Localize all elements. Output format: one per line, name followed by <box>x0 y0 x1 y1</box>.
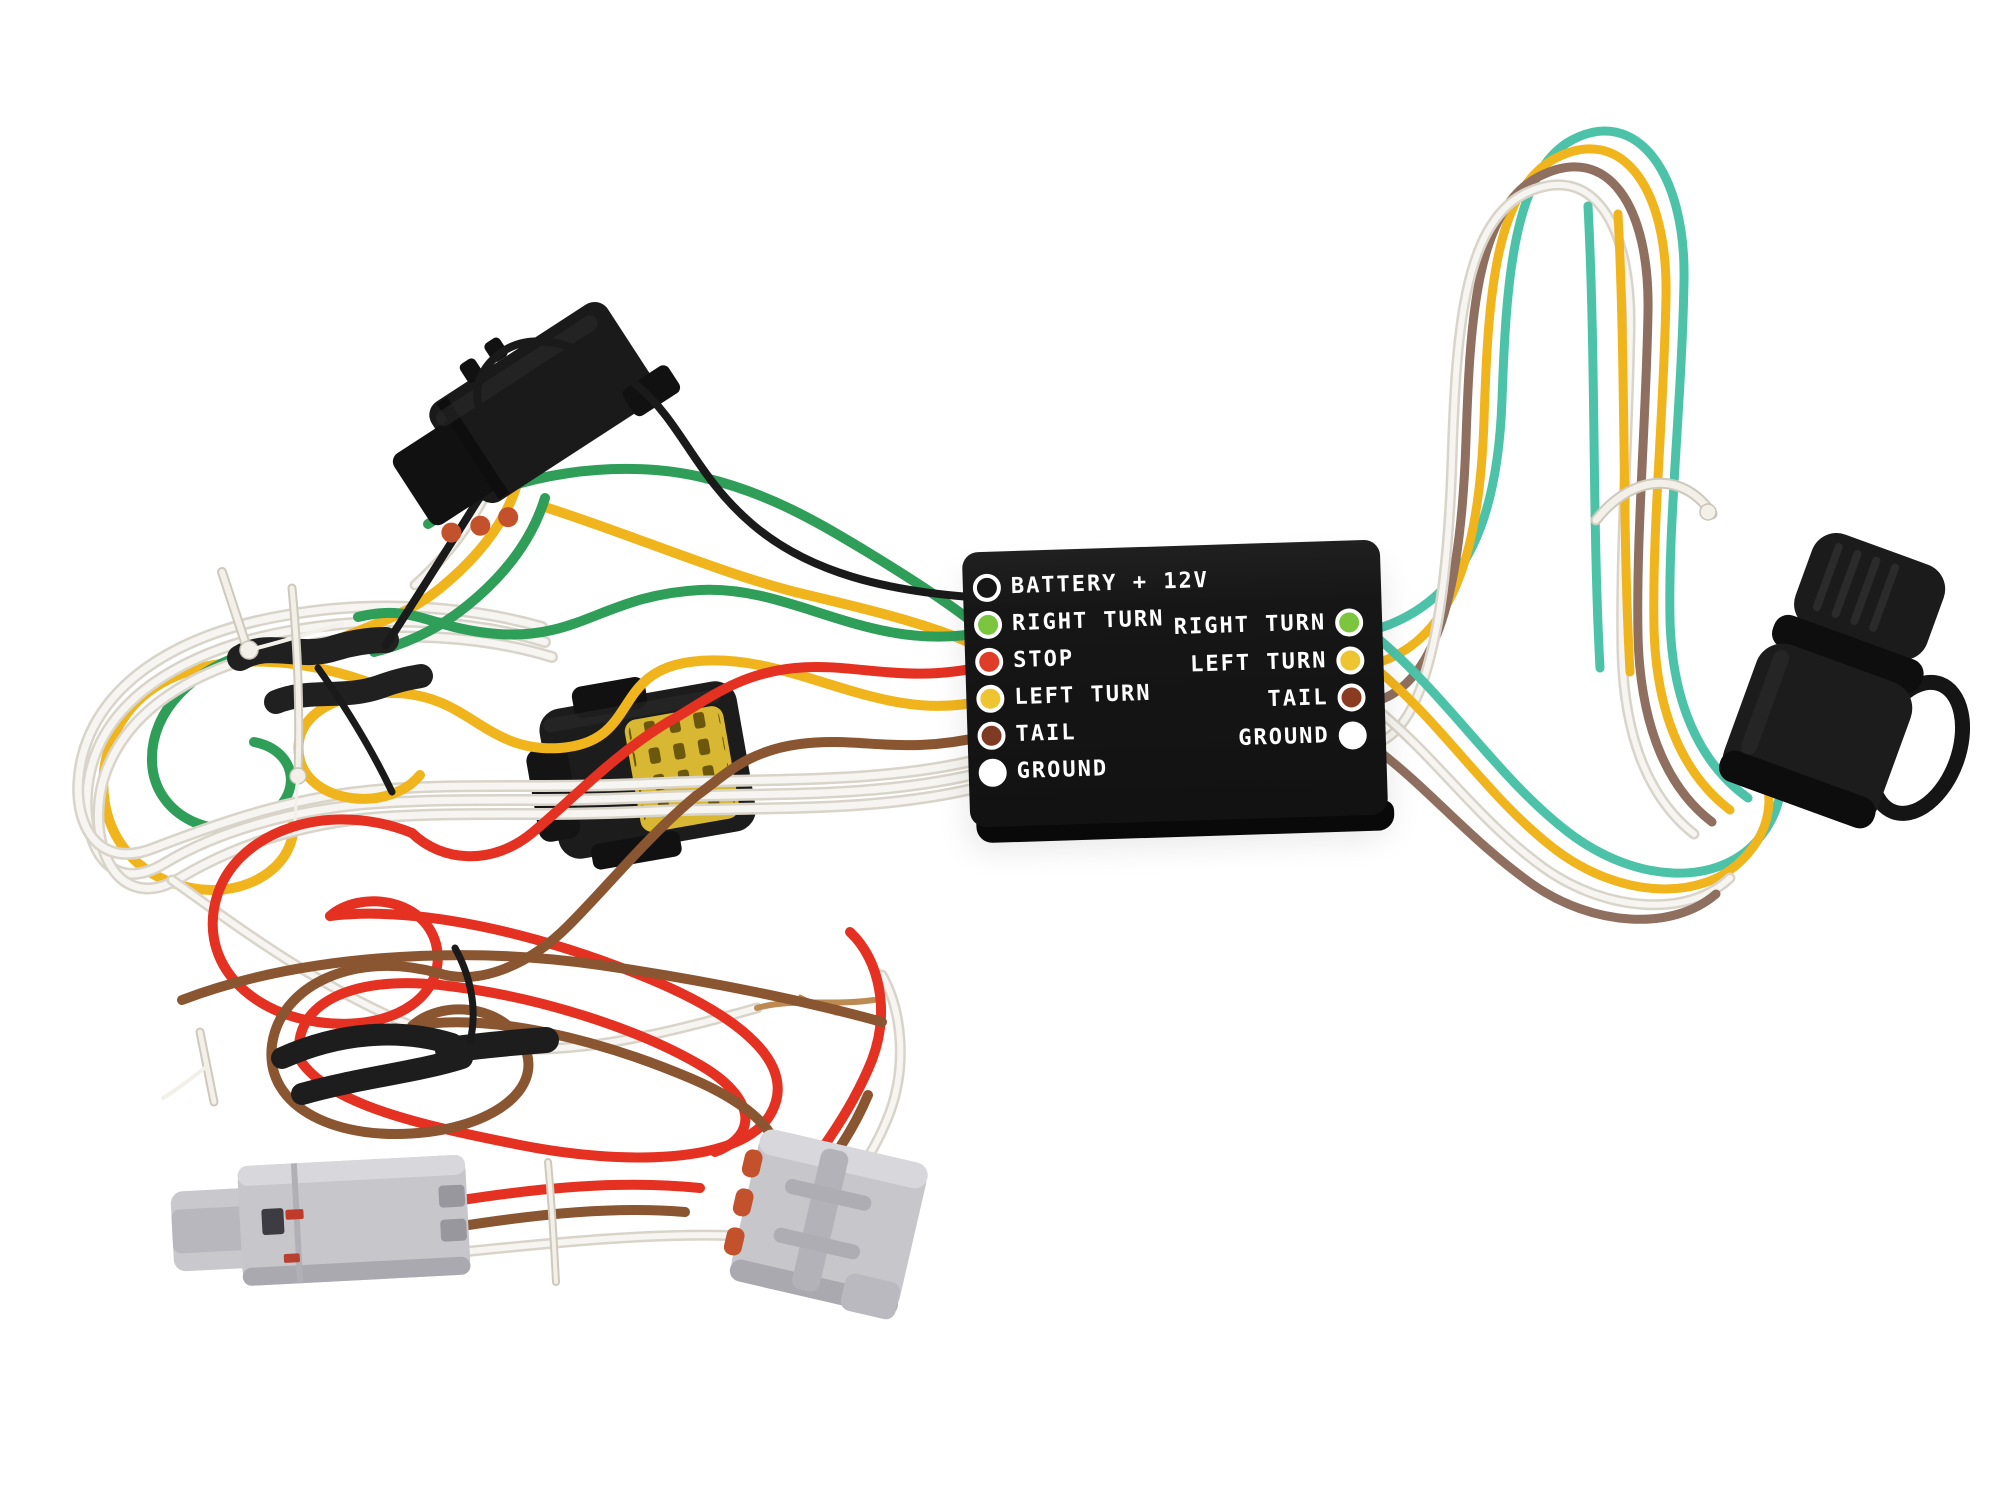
ground-in-led-dot <box>978 758 1008 788</box>
stop-label: STOP <box>1012 646 1075 674</box>
plug2-seal-3 <box>723 1227 745 1256</box>
zip-tie-1 <box>222 572 247 648</box>
left-turn-out-label: LEFT TURN <box>1189 647 1328 678</box>
battery-led-dot <box>972 573 1002 603</box>
connector-tab <box>622 365 681 417</box>
wire-red-into-left-plug <box>457 1179 705 1205</box>
fork-splice-branch-1 <box>271 1023 463 1069</box>
wire-green-top-arc <box>423 463 980 629</box>
wire-red-coil-1b <box>325 896 441 949</box>
ground-out-label: GROUND <box>1237 722 1331 751</box>
plug-cavity-2 <box>440 1218 467 1242</box>
plug2-crossbar-2 <box>773 1227 861 1260</box>
plug2-seal-1 <box>741 1149 763 1178</box>
fuse-cap-ridge-1 <box>1812 543 1843 612</box>
tail-out-led-dot <box>1337 683 1366 712</box>
gray-plug-bottom-left <box>170 1154 471 1286</box>
wire-black-from-box <box>473 337 989 602</box>
indicator-row-tail-out: TAIL <box>1176 683 1366 717</box>
wire-brown-up-loop <box>1375 162 1717 827</box>
plug-red-detail <box>285 1209 304 1220</box>
zip-tie-bundle-head <box>1699 503 1717 521</box>
right-turn-out-label: RIGHT TURN <box>1173 610 1327 641</box>
tail-in-label: TAIL <box>1015 720 1077 748</box>
ground-in-label: GROUND <box>1016 756 1109 785</box>
plug-black-detail <box>261 1208 285 1235</box>
heat-shrink-fork-splice <box>271 944 559 1105</box>
plug-front-shade <box>171 1205 261 1254</box>
indicator-row-battery: BATTERY + 12V <box>972 567 1210 603</box>
wire-yellow-up-loop <box>1375 144 1735 815</box>
wire-brown-coil-1 <box>266 960 534 1140</box>
fuse-cap-ridge-3 <box>1850 556 1881 625</box>
wire-black-coil-tail <box>451 944 477 1046</box>
wire-yellow-top-arc <box>543 503 973 647</box>
gray-plug-bottom-center <box>723 1129 928 1320</box>
zip-ties-lower <box>161 1032 556 1282</box>
zip-ties-upper <box>222 572 344 822</box>
left-turn-in-led-dot <box>975 684 1005 714</box>
left-turn-in-label: LEFT TURN <box>1013 680 1152 711</box>
converter-box-face: BATTERY + 12V RIGHT TURN STOP LEFT TURN … <box>961 539 1389 828</box>
socket-highlight <box>543 689 721 733</box>
connector-seal-3 <box>498 507 519 528</box>
battery-label: BATTERY + 12V <box>1010 567 1210 600</box>
left-turn-out-led-dot <box>1335 645 1365 675</box>
connector-seal-2 <box>470 515 491 536</box>
tail-out-label: TAIL <box>1267 685 1329 713</box>
vehicle-connector-top-left <box>392 301 681 543</box>
coiled-4-wire-bundle <box>1375 126 1786 924</box>
wire-yellow-strand-2 <box>1613 209 1635 677</box>
ground-out-led-dot <box>1338 720 1368 750</box>
wire-teal-up-loop <box>1375 126 1753 803</box>
heat-shrink-splice-upper-1 <box>227 627 399 671</box>
right-turn-out-led-dot <box>1334 608 1364 637</box>
wire-red-over-socket <box>407 717 673 862</box>
fuse-body-highlight <box>1741 650 1790 755</box>
plug2-latch <box>792 1148 849 1292</box>
wire-teal-strand-2 <box>1583 201 1605 673</box>
fuse-ring <box>1771 614 1924 693</box>
connector-body <box>429 301 658 504</box>
indicator-row-left-turn-out: LEFT TURN <box>1175 645 1365 680</box>
tail-in-led-dot <box>977 721 1006 751</box>
fork-splice-trunk <box>435 1027 559 1063</box>
wire-brown-from-box <box>691 731 990 801</box>
indicator-row-right-turn-out: RIGHT TURN <box>1173 608 1364 642</box>
fuse-body-shade <box>1718 750 1876 829</box>
wire-brown-into-left-plug <box>457 1204 690 1231</box>
converter-box: BATTERY + 12V RIGHT TURN STOP LEFT TURN … <box>961 539 1395 844</box>
fork-splice-branch-2 <box>291 1047 473 1105</box>
plug2-crossbar-1 <box>784 1179 872 1211</box>
wire-brown-down-loop <box>1375 747 1721 924</box>
wire-green-connector-stub <box>369 493 550 657</box>
wire-brown-cross-run <box>177 950 887 1027</box>
wire-brown-over-socket <box>433 791 701 982</box>
output-indicator-column: RIGHT TURN LEFT TURN TAIL GROUND <box>1173 608 1368 764</box>
zip-tie-3-tail <box>161 1064 209 1100</box>
plug-cavity-1 <box>438 1184 466 1208</box>
indicator-row-ground-out: GROUND <box>1177 720 1368 755</box>
right-turn-in-led-dot <box>973 610 1003 640</box>
fuse-cap-ridge-4 <box>1869 563 1900 632</box>
plug2-lump <box>840 1273 900 1320</box>
connector-collar <box>436 397 509 500</box>
wire-yellow-down-loop <box>1375 667 1774 894</box>
wire-black-splice-tail <box>314 664 396 796</box>
connector-seal-1 <box>441 522 462 543</box>
plug-seam <box>290 1163 304 1284</box>
stop-led-dot <box>974 647 1004 677</box>
fuse-cap-ridge-2 <box>1831 549 1862 619</box>
wire-red-coil-1 <box>207 814 443 1029</box>
inline-fuse-holder <box>1718 533 1971 829</box>
plug2-seal-2 <box>732 1188 754 1217</box>
right-turn-in-label: RIGHT TURN <box>1011 606 1165 637</box>
wire-teal-down-loop <box>1375 635 1786 878</box>
zip-tie-2-tail <box>293 774 300 822</box>
plug-red-detail-2 <box>283 1253 300 1263</box>
wire-red-from-box <box>663 661 990 727</box>
